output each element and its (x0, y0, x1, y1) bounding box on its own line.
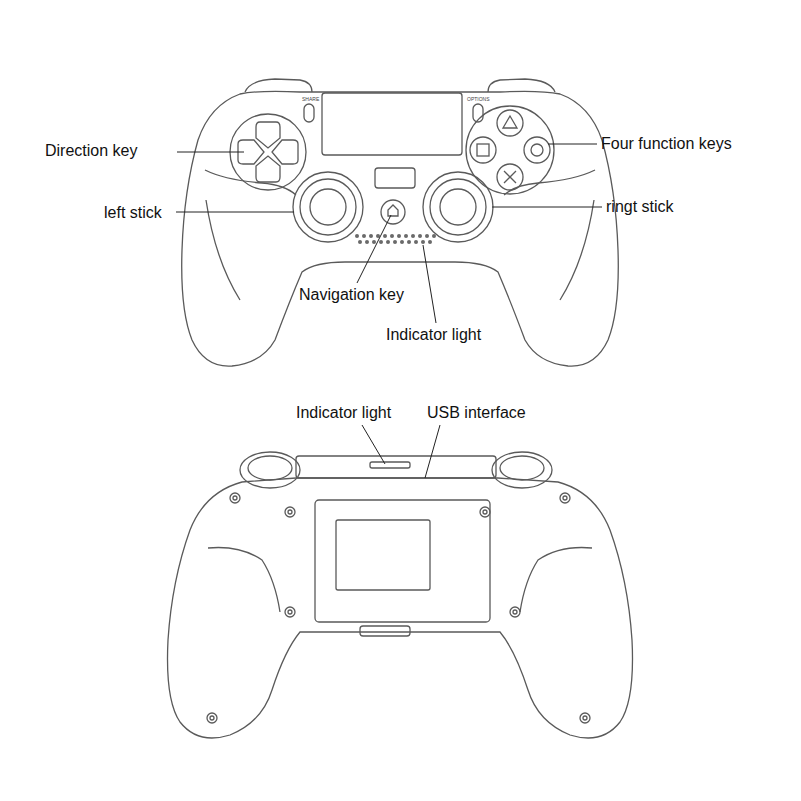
part-label: ringt stick (606, 198, 674, 216)
back-controller (168, 452, 633, 738)
button-label: OPTIONS (467, 97, 490, 103)
part-label: Indicator light (386, 326, 481, 344)
part-label: left stick (104, 204, 162, 222)
part-label: Four function keys (601, 135, 732, 153)
front-controller (182, 79, 619, 366)
leader-lines (176, 144, 602, 478)
part-label: Indicator light (296, 404, 391, 422)
part-label: Navigation key (299, 286, 404, 304)
button-label: SHARE (302, 97, 319, 103)
part-label: USB interface (427, 404, 526, 422)
part-label: Direction key (45, 142, 137, 160)
